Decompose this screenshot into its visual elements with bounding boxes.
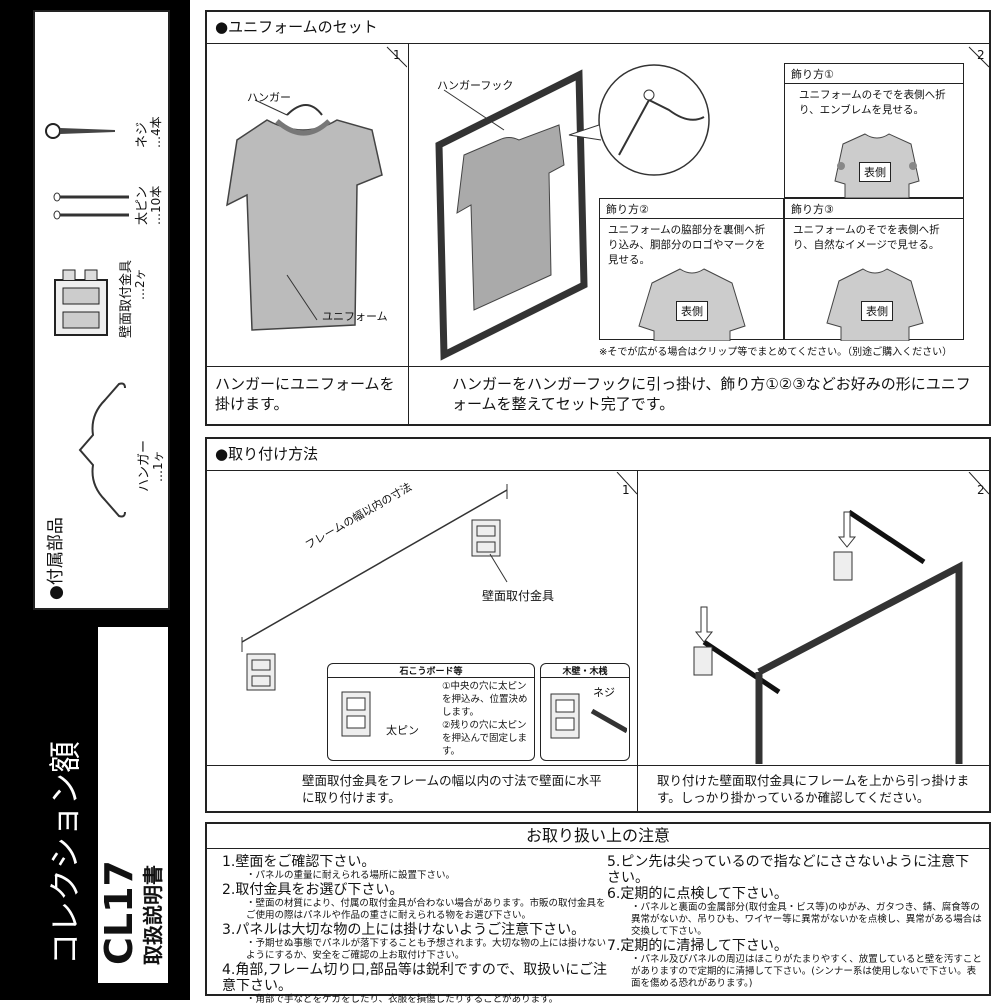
caution-detail: ・パネルと裏面の金属部分(取付金具・ビス等)のゆがみ、ガタつき、錆、腐食等の異常… — [631, 902, 982, 937]
caution-detail: ・予期せぬ事態でパネルが落下することも予想されます。大切な物の上には掛けないよう… — [246, 938, 607, 961]
uniform-set-heading: ●ユニフォームのセット — [207, 12, 989, 44]
style-title: 飾り方① — [785, 64, 963, 84]
uniform-illustration — [226, 46, 407, 331]
style-text: ユニフォームのそでを表側へ折り、自然なイメージで見せる。 — [793, 224, 940, 251]
caution-detail: ・壁面の材質により、付属の取付金具が合わない場合があります。市販の取付金具をご使… — [246, 898, 606, 921]
caution-title: 4.角部,フレーム切り口,部品等は鋭利ですので、取扱いにご注意下さい。 — [222, 962, 607, 994]
frame-hanging-illustration — [693, 472, 989, 764]
bracket-placement-illustration — [241, 472, 637, 691]
screw-icon — [45, 123, 115, 139]
accessories-heading: ●付属部品 — [46, 517, 66, 600]
hanger-icon — [78, 382, 126, 518]
caution-title: 5.ピン先は尖っているので指などにささないように注意下さい。 — [607, 854, 970, 886]
uniform-label: ユニフォーム — [322, 310, 388, 323]
caution-detail: ・パネルの重量に耐えられる場所に設置下さい。 — [246, 870, 456, 881]
gypsum-step-1: ①中央の穴に太ピンを押込み、位置決めします。 — [442, 681, 528, 718]
caution-title: 7.定期的に清掃して下さい。 — [607, 938, 788, 954]
gypsum-title: 石こうボード等 — [328, 664, 534, 678]
model-number: CL17 — [97, 860, 141, 965]
step-number: 2 — [977, 48, 985, 62]
title-block: コレクション額 CL17 取扱説明書 — [33, 625, 170, 985]
caution-detail: ・角部で手などをケガをしたり、衣服を損傷したりすることがあります。 — [246, 994, 559, 1005]
bracket-pin-icon — [341, 691, 371, 737]
clip-note: ※そでが広がる場合はクリップ等でまとめてください。（別途ご購入ください） — [599, 347, 953, 358]
caution-title: 1.壁面をご確認下さい。 — [222, 854, 376, 870]
caution-title: 2.取付金具をお選び下さい。 — [222, 882, 404, 898]
step1-caption: ハンガーにユニフォームを掛けます。 — [215, 375, 395, 413]
gypsum-board-panel: 石こうボード等 太ピン ①中央の穴に太ピンを押込み、位置決めします。 ②残りの穴… — [327, 663, 535, 761]
mounting-step2-caption: 取り付けた壁面取付金具にフレームを上から引っ掛けます。しっかり掛かっているか確認… — [657, 773, 970, 805]
pin-qty: …10本 — [149, 185, 163, 225]
wood-wall-panel: 木壁・木桟 ネジ — [540, 663, 630, 761]
cautions-left-column: 1.壁面をご確認下さい。 ・パネルの重量に耐えられる場所に設置下さい。 2.取付… — [222, 854, 607, 1006]
caution-detail: ・パネル及びパネルの周辺はほこりがたまりやすく、放置していると壁を汚すことがあり… — [631, 954, 982, 989]
cautions-section: お取り扱い上の注意 1.壁面をご確認下さい。 ・パネルの重量に耐えられる場所に設… — [205, 822, 991, 1005]
frame-with-uniform-illustration — [435, 46, 989, 361]
display-style-3: 飾り方③ ユニフォームのそでを表側へ折り、自然なイメージで見せる。 表側 — [784, 198, 964, 341]
gypsum-step-2: ②残りの穴に太ピンを押込んで固定します。 — [442, 720, 528, 757]
cautions-right-column: 5.ピン先は尖っているので指などにささないように注意下さい。 6.定期的に点検し… — [607, 854, 982, 990]
pin-icon — [53, 192, 129, 220]
pin-label: 太ピン — [386, 724, 419, 737]
wall-bracket-icon — [54, 269, 108, 336]
front-side-tag: 表側 — [676, 301, 708, 321]
hanger-label: ハンガー — [247, 91, 291, 104]
caution-title: 6.定期的に点検して下さい。 — [607, 886, 788, 902]
front-side-tag: 表側 — [859, 162, 891, 182]
wood-title: 木壁・木桟 — [541, 664, 629, 678]
mounting-step1-caption: 壁面取付金具をフレームの幅以内の寸法で壁面に水平に取り付けます。 — [302, 773, 602, 805]
display-style-1: 飾り方① ユニフォームのそでを表側へ折り、エンブレムを見せる。 表側 — [784, 63, 964, 198]
document-type: 取扱説明書 — [141, 865, 165, 965]
step2-caption: ハンガーをハンガーフックに引っ掛け、飾り方①②③などお好みの形にユニフォームを整… — [452, 375, 971, 413]
step-number: 1 — [622, 483, 630, 497]
style-text: ユニフォームの脇部分を裏側へ折り込み、胴部分のロゴやマークを見せる。 — [608, 224, 766, 266]
style-text: ユニフォームのそでを表側へ折り、エンブレムを見せる。 — [799, 89, 946, 116]
product-name: コレクション額 — [33, 625, 98, 985]
cautions-heading: お取り扱い上の注意 — [207, 824, 989, 849]
uniform-set-section: ●ユニフォームのセット 1 ハンガー ユニフォーム ハンガーにユニフォームを掛け… — [205, 10, 991, 426]
mounting-heading: ●取り付け方法 — [207, 439, 989, 471]
screw-qty: …4本 — [149, 116, 163, 148]
bracket-qty: …2ヶ — [133, 268, 147, 300]
screw-label: ネジ — [593, 686, 615, 699]
accessories-panel: ●付属部品 ハンガー …1ヶ 壁面取付金具 …2ヶ 太ピン …10本 ネジ …4… — [33, 10, 170, 610]
style-title: 飾り方② — [600, 199, 783, 219]
step-number: 1 — [393, 48, 401, 62]
style-title: 飾り方③ — [785, 199, 963, 219]
caution-title: 3.パネルは大切な物の上には掛けないようご注意下さい。 — [222, 922, 586, 938]
bracket-label: 壁面取付金具 — [482, 589, 555, 603]
step-number: 2 — [977, 483, 985, 497]
front-side-tag: 表側 — [861, 301, 893, 321]
hanger-hook-label: ハンガーフック — [437, 79, 514, 92]
hanger-qty: …1ヶ — [151, 450, 165, 482]
display-style-2: 飾り方② ユニフォームの脇部分を裏側へ折り込み、胴部分のロゴやマークを見せる。 … — [599, 198, 784, 341]
mounting-section: ●取り付け方法 1 フレームの幅以内の寸法 壁面取付金具 石こうボード等 太ピン… — [205, 437, 991, 813]
screwdriver-icon — [550, 693, 627, 739]
